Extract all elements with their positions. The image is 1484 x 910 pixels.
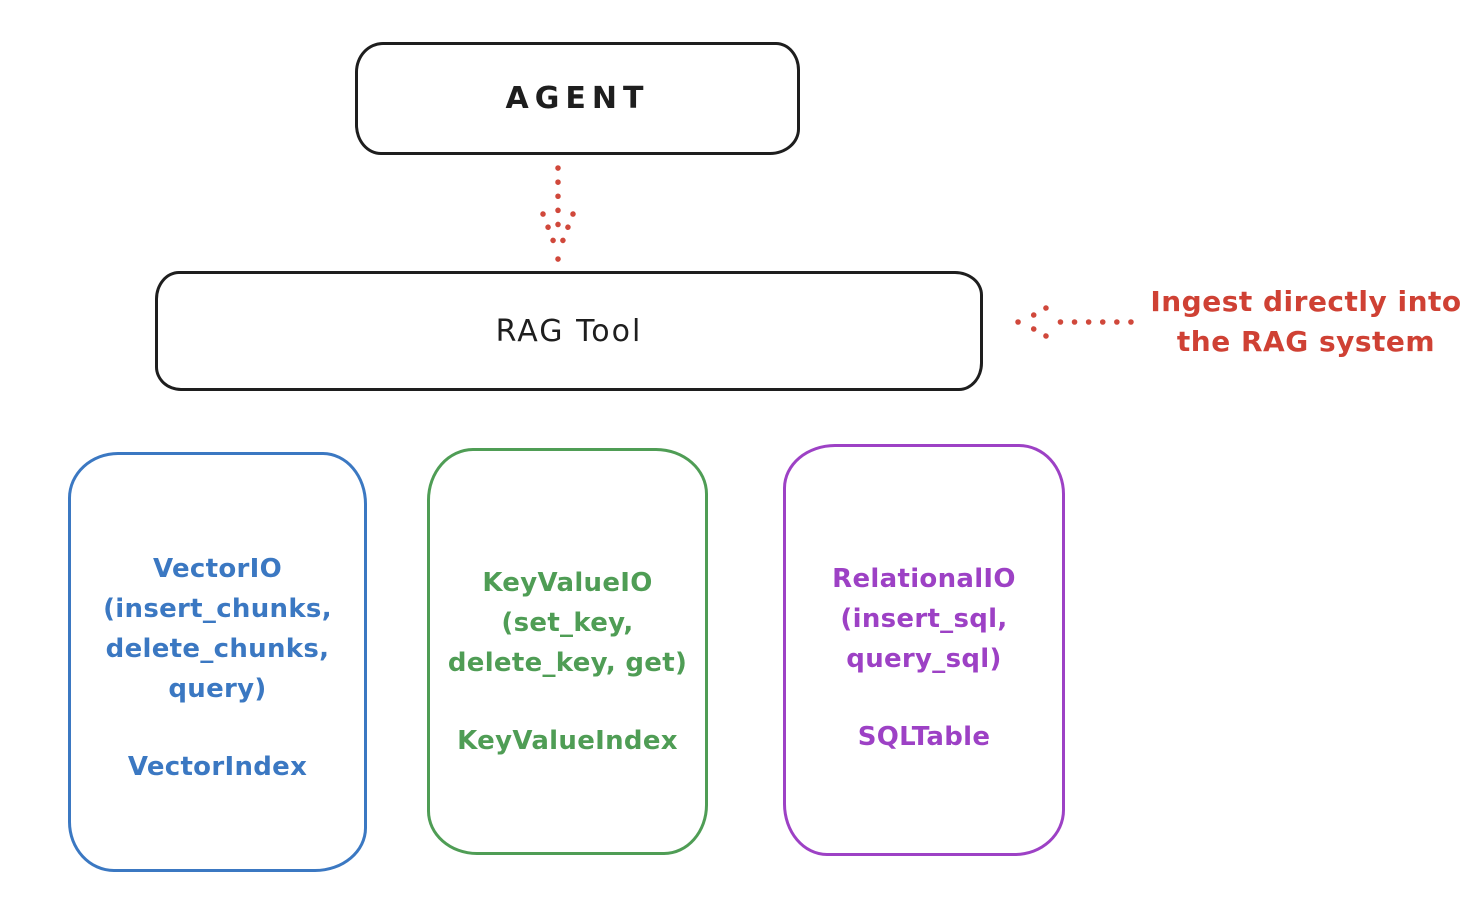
backend-line: query) <box>168 674 267 704</box>
backend-line: delete_key, get) <box>447 648 688 678</box>
backend-line: (set_key, <box>501 608 634 638</box>
ingest-dotted-left-arrow-icon <box>1015 305 1134 339</box>
backend-line: query_sql) <box>846 644 1002 674</box>
backend-node-vector-io: VectorIO (insert_chunks, delete_chunks, … <box>68 452 367 872</box>
backend-line: RelationalIO <box>832 564 1016 594</box>
backend-line: (insert_sql, <box>840 604 1008 634</box>
ingest-annotation: Ingest directly into the RAG system <box>1138 282 1474 362</box>
backend-node-relational-io: RelationalIO (insert_sql, query_sql) SQL… <box>783 444 1065 856</box>
rag-tool-label: RAG Tool <box>495 313 643 349</box>
backend-line: (insert_chunks, <box>103 594 332 624</box>
backend-line: delete_chunks, <box>105 634 330 664</box>
backend-index-label: VectorIndex <box>127 752 308 782</box>
agent-to-rag-dotted-down-arrow-icon <box>540 165 576 262</box>
agent-node: AGENT <box>355 42 800 155</box>
rag-tool-node: RAG Tool <box>155 271 983 391</box>
backend-node-key-value-io: KeyValueIO (set_key, delete_key, get) Ke… <box>427 448 708 855</box>
backend-index-label: SQLTable <box>857 722 991 752</box>
backend-index-label: KeyValueIndex <box>457 726 678 756</box>
backend-line: KeyValueIO <box>482 568 653 598</box>
ingest-annotation-line2: the RAG system <box>1176 325 1436 358</box>
ingest-annotation-line1: Ingest directly into <box>1150 285 1462 318</box>
backend-line: VectorIO <box>152 554 283 584</box>
agent-label: AGENT <box>505 81 650 116</box>
